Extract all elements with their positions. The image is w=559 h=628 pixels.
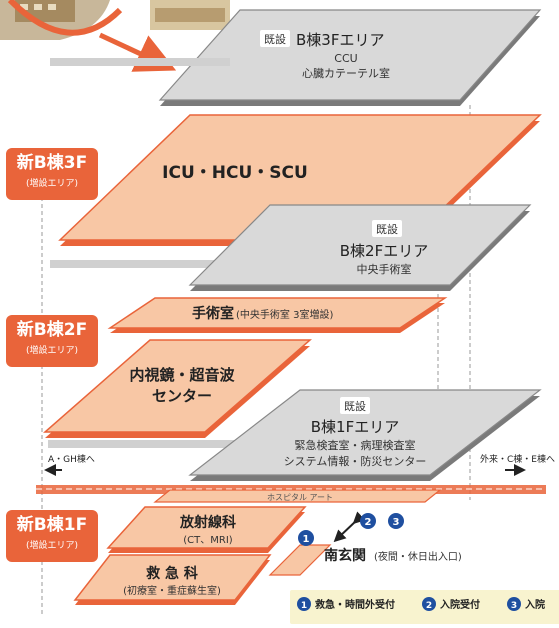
shelf-2f: [50, 260, 250, 268]
legend-svg: 1 救急・時間外受付 2 入院受付 3 入院: [297, 597, 545, 611]
floor-tag-2f-name: 新B棟2F: [16, 320, 88, 340]
existing-2f-line1: 中央手術室: [357, 262, 412, 276]
new-3f-unit: ICU・HCU・SCU: [162, 163, 308, 183]
legend-t3: 入院: [525, 598, 545, 611]
highlight-circle: [7, 0, 123, 36]
legend-n2: 2: [426, 601, 432, 611]
existing-1f-plate: [188, 389, 542, 481]
pointer-arrow: [98, 32, 177, 72]
er-dept: 救 急 科: [146, 565, 198, 582]
new-2f-plates: [43, 297, 448, 438]
er-note: (初療室・重症蘇生室): [123, 584, 221, 597]
legend: 1 救急・時間外受付 2 入院受付 3 入院: [290, 590, 559, 624]
legend-n3: 3: [511, 601, 517, 611]
marker-2: [360, 513, 376, 529]
badge-3f: 既設: [264, 32, 286, 46]
shelf-3f: [50, 58, 230, 66]
existing-3f-line2: 心臓カテーテル室: [302, 66, 390, 80]
floor-tag-1f-sub: (増設エリア): [25, 541, 79, 551]
or-note: (中央手術室 3室増設): [236, 308, 333, 321]
building-photo: [0, 0, 230, 40]
badge-2f: 既設: [376, 222, 398, 236]
radio-dept: 放射線科: [179, 514, 236, 531]
marker-1: [298, 530, 314, 546]
floor-tag-1f-name: 新B棟1F: [16, 515, 88, 535]
floor-tag-2f: 新B棟2F (増設エリア): [6, 315, 98, 367]
legend-n1: 1: [301, 601, 307, 611]
endo-line1: 内視鏡・超音波: [129, 366, 235, 384]
radio-note: (CT、MRI): [183, 535, 233, 546]
or-main: 手術室: [192, 305, 234, 322]
existing-3f-name: B棟3Fエリア: [296, 31, 384, 49]
existing-3f-plate: [158, 9, 542, 106]
floor-tag-2f-sub: (増設エリア): [25, 346, 79, 356]
new-1f-plates: [73, 489, 442, 605]
existing-2f-name: B棟2Fエリア: [340, 242, 428, 260]
floor-tag-3f-name: 新B棟3F: [16, 153, 88, 173]
svg-text:2: 2: [365, 517, 372, 528]
svg-text:1: 1: [303, 534, 310, 545]
existing-1f-name: B棟1Fエリア: [311, 418, 399, 436]
floor-tag-3f-sub: (増設エリア): [25, 179, 79, 189]
entrance-name: 南玄関: [324, 547, 366, 564]
hospital-art: ホスピタル アート: [267, 493, 333, 502]
endo-line2: センター: [152, 387, 212, 405]
direction-left: A・GH棟へ: [48, 453, 95, 465]
entrance-note: (夜間・休日出入口): [374, 550, 462, 563]
floor-tag-3f: 新B棟3F (増設エリア): [6, 148, 98, 200]
legend-t2: 入院受付: [440, 598, 480, 611]
floor-tag-1f: 新B棟1F (増設エリア): [6, 510, 98, 562]
existing-1f-line1: 緊急検査室・病理検査室: [295, 438, 416, 452]
legend-t1: 救急・時間外受付: [315, 598, 395, 611]
badge-1f: 既設: [344, 399, 366, 413]
existing-2f-plate: [188, 204, 532, 291]
shelf-1f: [48, 440, 258, 448]
entrance-arrow: [333, 511, 366, 543]
marker-3: [388, 513, 404, 529]
existing-1f-line2: システム情報・防災センター: [284, 454, 427, 468]
existing-3f-line1: CCU: [334, 52, 357, 65]
direction-right: 外来・C棟・E棟へ: [480, 453, 555, 465]
svg-text:3: 3: [393, 517, 400, 528]
